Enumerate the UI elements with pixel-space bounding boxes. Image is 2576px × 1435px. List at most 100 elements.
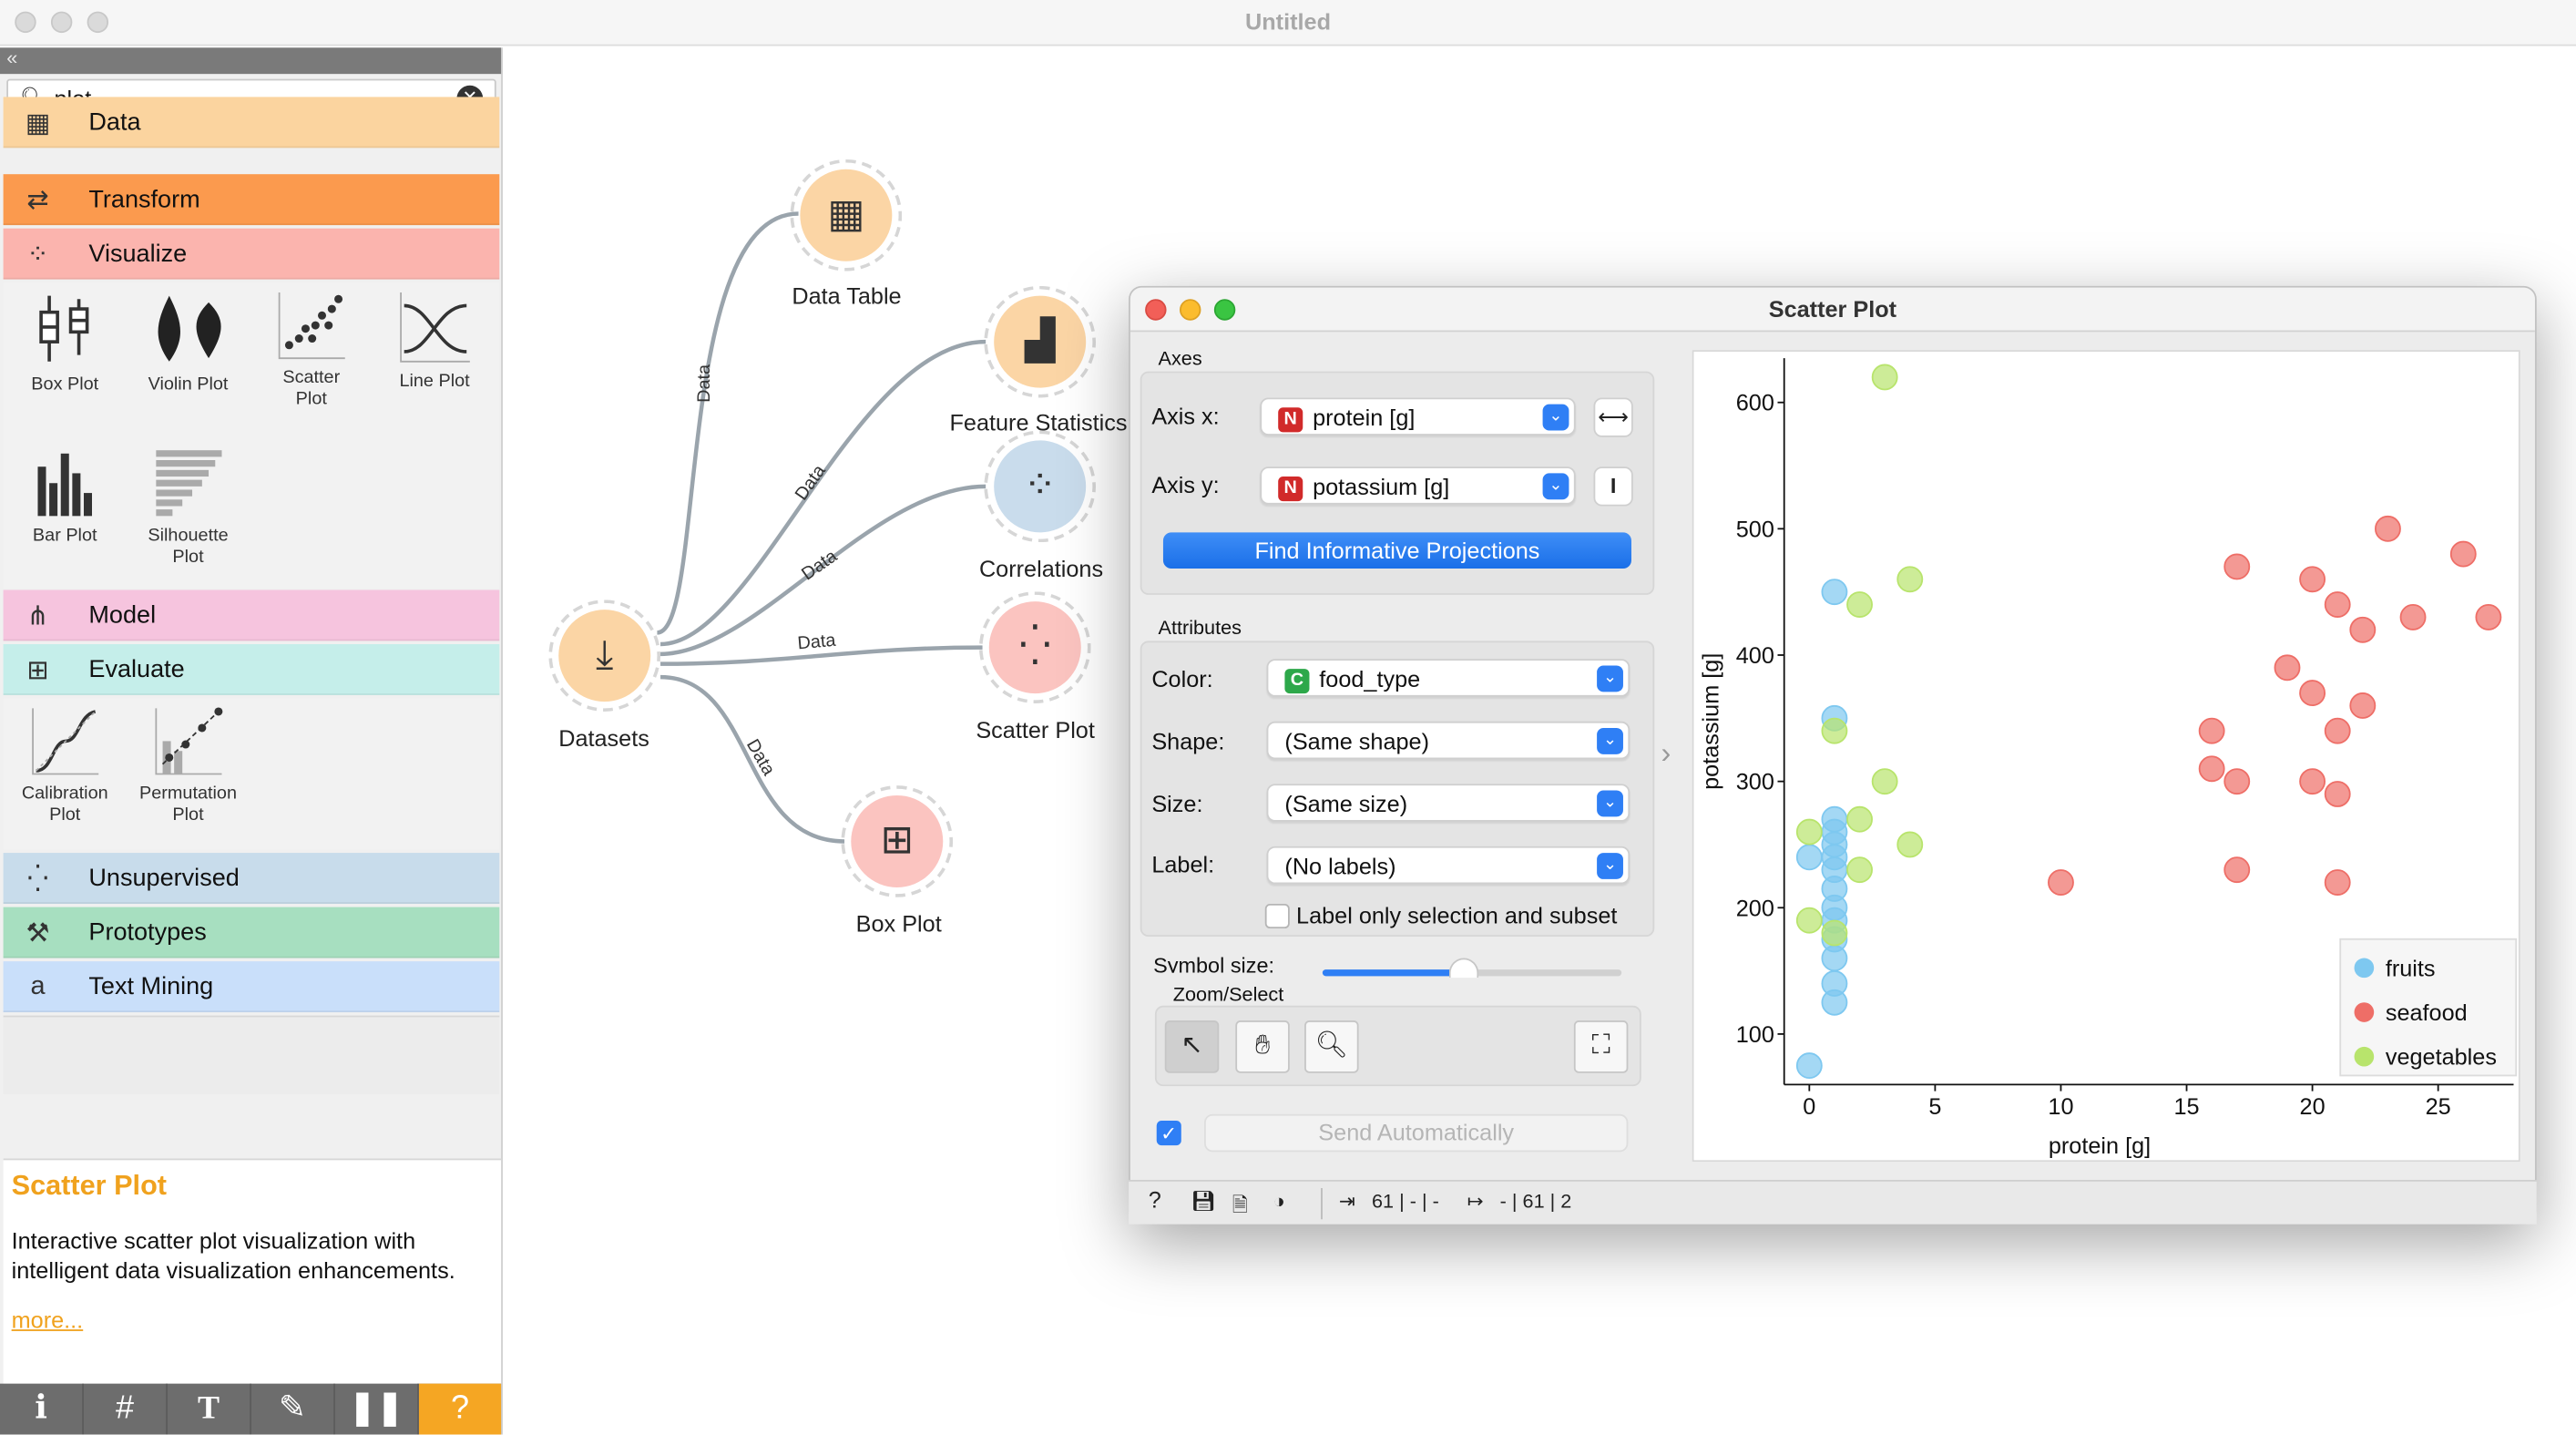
categorical-variable-icon: C	[1284, 669, 1310, 694]
pause-icon[interactable]: ❚❚	[335, 1383, 419, 1435]
axis-x-value: protein [g]	[1313, 404, 1416, 431]
send-automatically-button[interactable]: Send Automatically	[1204, 1113, 1629, 1153]
size-combo[interactable]: (Same size) ⌄	[1266, 784, 1630, 822]
close-window-button[interactable]	[1145, 299, 1167, 321]
data-point-seafood	[2349, 692, 2377, 719]
data-point-seafood	[2299, 566, 2326, 593]
data-point-fruits	[1821, 579, 1848, 606]
table-icon: ▦	[25, 108, 51, 138]
axis-x-jitter-icon[interactable]: ⟷	[1593, 397, 1633, 437]
data-point-vegetables	[1821, 919, 1848, 947]
node-feature-statistics[interactable]: ▟	[994, 295, 1087, 388]
data-point-seafood	[2449, 540, 2477, 568]
pen-icon[interactable]: ✎	[251, 1383, 335, 1435]
zoom-magnifier-icon[interactable]: 🔍︎	[1304, 1020, 1359, 1073]
link-datasets-featurestats[interactable]	[660, 339, 986, 647]
dock-collapse-bar[interactable]: «	[0, 46, 502, 75]
data-point-fruits	[1821, 989, 1848, 1016]
category-evaluate[interactable]: ⊞Evaluate	[3, 644, 500, 695]
text-annotation-icon[interactable]: T	[168, 1383, 251, 1435]
pan-hand-icon[interactable]: ✋︎	[1235, 1020, 1290, 1073]
widget-box-plot[interactable]: Box Plot	[4, 289, 127, 395]
category-visualize[interactable]: ⁘Visualize	[3, 228, 500, 280]
widget-label: Line Plot	[399, 371, 470, 392]
node-correlations[interactable]: ⁘	[994, 440, 1087, 533]
scatter-status-bar: ? 💾︎ 🗎 ◑ ⇥ 61 | - | - ↦ - | 61 | 2	[1129, 1179, 2537, 1225]
link-datasets-datatable[interactable]	[656, 211, 799, 635]
data-point-vegetables	[1896, 831, 1924, 858]
reset-zoom-icon[interactable]: ⛶	[1573, 1020, 1629, 1073]
chevron-down-icon: ⌄	[1597, 665, 1623, 692]
widget-dock: « 🔍︎ ✕ ▦Data⇄Transform⁘Visualize⋔Model⊞E…	[0, 46, 503, 1435]
chevron-right-icon[interactable]: ›	[1661, 736, 1671, 770]
widget-silhouette-plot[interactable]: Silhouette Plot	[127, 447, 250, 569]
attributes-group-label: Attributes	[1158, 616, 1242, 640]
label-only-selection-checkbox[interactable]	[1264, 903, 1290, 929]
widget-calibration-plot[interactable]: Calibration Plot	[4, 705, 127, 826]
dock-spacer	[3, 1015, 500, 1095]
label-value: (No labels)	[1284, 853, 1396, 879]
widget-scatter-plot[interactable]: Scatter Plot	[250, 289, 373, 410]
category-data[interactable]: ▦Data	[3, 97, 500, 149]
node-ring	[790, 159, 903, 272]
widget-violin-plot[interactable]: Violin Plot	[127, 289, 250, 395]
minimize-window-button[interactable]	[50, 11, 73, 34]
node-data-table[interactable]: ▦	[800, 169, 893, 261]
find-informative-projections-button[interactable]: Find Informative Projections	[1162, 532, 1631, 569]
data-point-vegetables	[1846, 805, 1873, 833]
numeric-variable-icon: N	[1278, 477, 1303, 502]
report-icon[interactable]: 🗎	[1232, 1193, 1249, 1216]
save-icon[interactable]: 💾︎	[1191, 1189, 1217, 1214]
widget-bar-plot[interactable]: Bar Plot	[4, 447, 127, 548]
node-datasets[interactable]: ⤓	[558, 610, 651, 702]
widget-line-plot[interactable]: Line Plot	[373, 289, 496, 393]
grid-icon[interactable]: #	[84, 1383, 168, 1435]
label-combo[interactable]: (No labels) ⌄	[1266, 846, 1630, 885]
zoom-window-button[interactable]	[87, 11, 109, 34]
y-tick-label: 600	[1736, 391, 1774, 416]
node-box-plot[interactable]: ⊞	[851, 794, 944, 887]
link-datasets-boxplot[interactable]	[660, 674, 845, 844]
close-window-button[interactable]	[15, 11, 36, 34]
y-tick-label: 200	[1736, 896, 1774, 921]
legend-item-vegetables: vegetables	[2354, 1043, 2497, 1070]
help-icon[interactable]: ?	[1148, 1186, 1161, 1214]
label-only-selection-label: Label only selection and subset	[1296, 902, 1618, 929]
palette-icon[interactable]: ◑	[1273, 1189, 1285, 1214]
axis-x-label: Axis x:	[1151, 402, 1220, 429]
link-datasets-scatterplot[interactable]	[660, 645, 983, 666]
node-label-box-plot: Box Plot	[855, 910, 942, 938]
node-ring	[841, 785, 954, 897]
x-tick-label: 5	[1928, 1094, 1941, 1120]
category-model[interactable]: ⋔Model	[3, 589, 500, 641]
category-label: Transform	[88, 185, 200, 214]
widget-permutation-plot[interactable]: Permutation Plot	[127, 705, 250, 826]
help-icon[interactable]: ?	[418, 1383, 502, 1435]
zoom-window-button[interactable]	[1213, 299, 1236, 321]
category-label: Model	[88, 601, 157, 630]
link-datasets-correlations[interactable]	[660, 484, 986, 657]
data-point-vegetables	[1871, 364, 1898, 391]
category-prototypes[interactable]: ⚒Prototypes	[3, 907, 500, 958]
node-scatter-plot[interactable]: ⁛	[988, 601, 1081, 694]
y-tick-label: 300	[1736, 770, 1774, 795]
category-unsupervised[interactable]: ⁛Unsupervised	[3, 853, 500, 904]
shape-combo[interactable]: (Same shape) ⌄	[1266, 721, 1630, 760]
node-label-scatter-plot: Scatter Plot	[976, 716, 1095, 743]
data-point-seafood	[2324, 591, 2351, 618]
select-pointer-icon[interactable]: ↖	[1164, 1020, 1220, 1073]
node-label-correlations: Correlations	[978, 555, 1104, 582]
minimize-window-button[interactable]	[1179, 299, 1201, 321]
data-point-seafood	[2349, 616, 2377, 643]
symbol-size-slider-knob[interactable]	[1447, 958, 1478, 979]
category-transform[interactable]: ⇄Transform	[3, 174, 500, 226]
help-more-link[interactable]: more...	[11, 1306, 84, 1333]
send-automatically-checkbox[interactable]: ✓	[1156, 1121, 1181, 1146]
axis-y-jitter-icon[interactable]: I	[1593, 466, 1633, 507]
info-icon[interactable]: ℹ	[0, 1383, 84, 1435]
